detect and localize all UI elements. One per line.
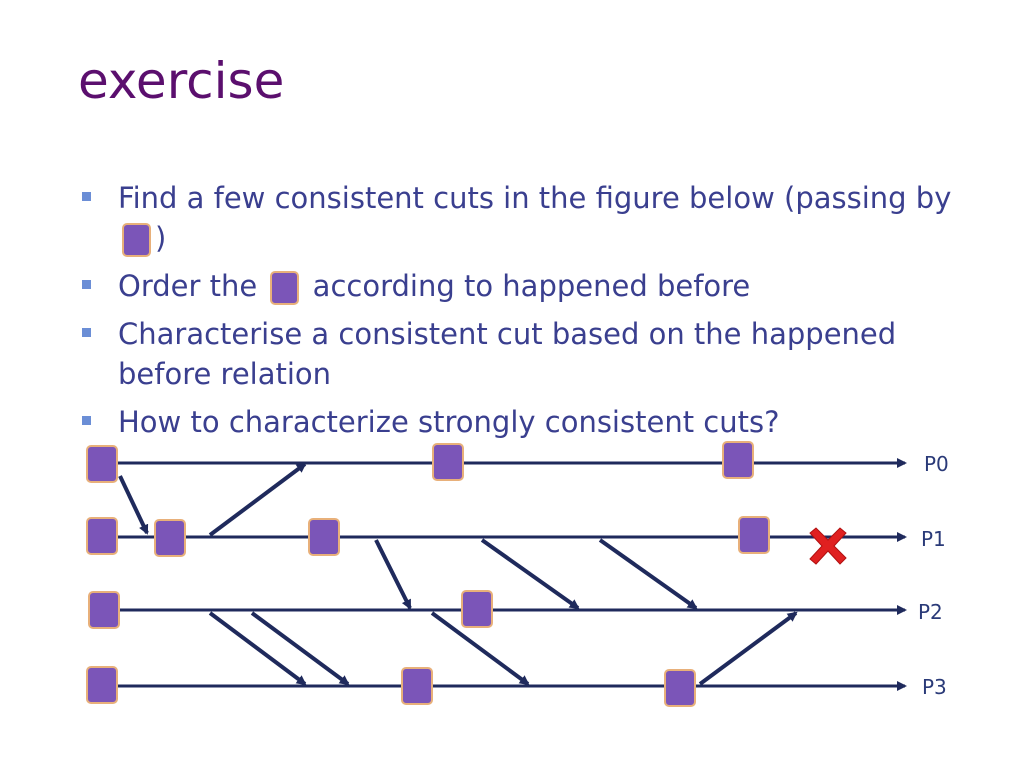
timelines [100, 458, 907, 691]
bullet-marker-icon [82, 192, 91, 201]
event-p0-1 [86, 445, 118, 483]
bullet-marker-icon [82, 280, 91, 289]
event-box-icon [122, 223, 151, 257]
process-label-p1: P1 [921, 527, 946, 551]
bullet-4: How to characterize strongly consistent … [80, 402, 970, 442]
bullet-1-text-after: ) [155, 221, 167, 255]
slide-title: exercise [78, 52, 285, 110]
event-box-icon [270, 271, 300, 305]
message-arrow [598, 538, 698, 610]
event-p3-2 [401, 667, 433, 705]
event-p1-2 [154, 519, 186, 557]
event-p1-4 [738, 516, 770, 554]
bullet-4-text: How to characterize strongly consistent … [118, 405, 780, 439]
bullet-2: Order the according to happened before [80, 266, 970, 306]
event-p2-2 [461, 590, 493, 628]
process-labels: P0 P1 P2 P3 [918, 452, 949, 699]
message-arrow [250, 611, 350, 686]
message-arrow [698, 611, 798, 686]
bullet-2-text-after: according to happened before [312, 269, 751, 303]
event-p0-2 [432, 443, 464, 481]
process-label-p3: P3 [922, 675, 947, 699]
bullet-marker-icon [82, 328, 91, 337]
event-p2-1 [88, 591, 120, 629]
message-arrow [208, 462, 307, 537]
message-arrow [430, 611, 530, 686]
message-arrow [118, 475, 149, 535]
message-arrow [374, 539, 412, 610]
messages [118, 462, 798, 686]
process-label-p0: P0 [924, 452, 949, 476]
event-p0-3 [722, 441, 754, 479]
bullet-1: Find a few consistent cuts in the figure… [80, 178, 970, 258]
event-p1-3 [308, 518, 340, 556]
event-p1-1 [86, 517, 118, 555]
bullet-1-text: Find a few consistent cuts in the figure… [118, 181, 952, 215]
message-arrow [208, 611, 307, 686]
event-p3-3 [664, 669, 696, 707]
events [86, 441, 770, 707]
bullet-2-text: Order the [118, 269, 258, 303]
event-p3-1 [86, 666, 118, 704]
process-label-p2: P2 [918, 600, 943, 624]
bullet-list: Find a few consistent cuts in the figure… [80, 178, 970, 450]
bullet-3: Characterise a consistent cut based on t… [80, 314, 970, 394]
bullet-marker-icon [82, 416, 91, 425]
message-arrow [480, 538, 580, 610]
bullet-3-text: Characterise a consistent cut based on t… [118, 317, 897, 391]
x-icon [809, 527, 847, 565]
